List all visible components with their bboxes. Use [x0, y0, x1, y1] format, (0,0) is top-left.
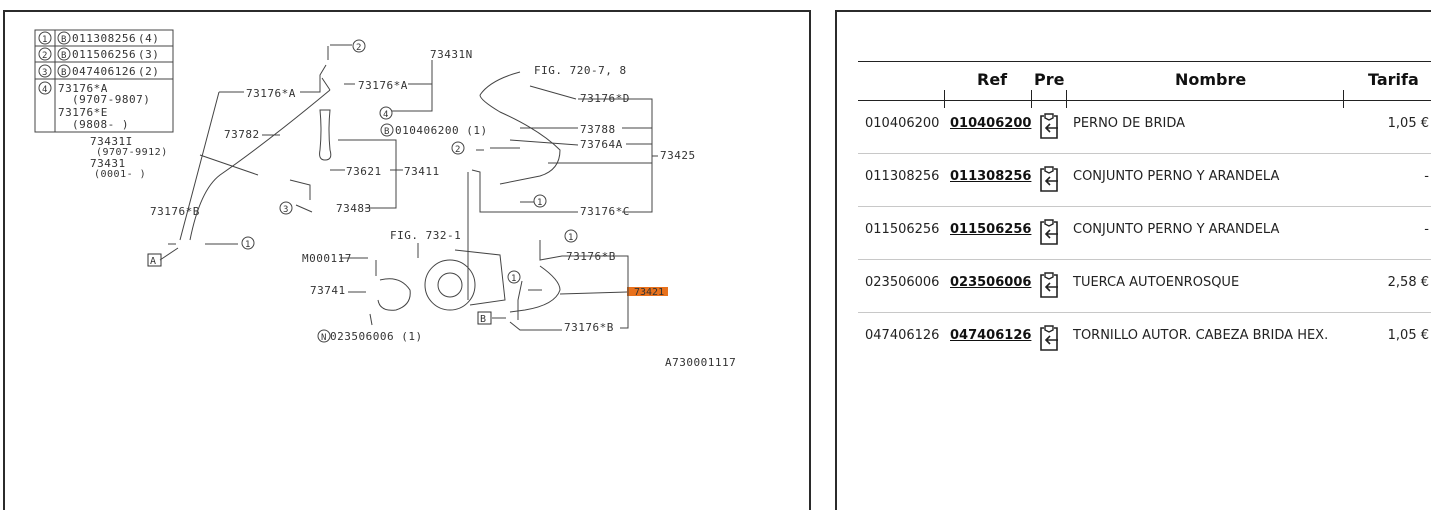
legend-mark-3: B [61, 68, 66, 78]
header-pre[interactable]: Pre [1034, 70, 1065, 89]
callout-2-top: 2 [356, 43, 361, 53]
label-010406200: 010406200 (1) [395, 124, 488, 137]
label-73421-highlight: 73421 [634, 287, 664, 298]
row-price: - [1424, 222, 1429, 237]
label-73176C: 73176*C [580, 205, 630, 218]
label-M000117: M000117 [302, 252, 352, 265]
row-price: 2,58 € [1387, 275, 1429, 290]
callout-1-upper: 1 [568, 233, 573, 243]
label-73431I-range: (9707-9912) [96, 147, 168, 158]
column-resize-handle[interactable] [1066, 90, 1067, 108]
callout-3: 3 [283, 205, 288, 215]
mark-b: B [384, 127, 389, 137]
legend-num-2: 2 [42, 51, 47, 61]
table-row: 011308256 011308256 CONJUNTO PERNO Y ARA… [858, 154, 1431, 207]
label-73431N: 73431N [430, 48, 473, 61]
parts-table: Ref Pre Nombre Tarifa 010406200 01040620… [858, 61, 1431, 365]
legend-line-4a: 73176*A [58, 82, 108, 95]
table-row: 010406200 010406200 PERNO DE BRIDA 1,05 … [858, 101, 1431, 154]
row-code: 011506256 [865, 222, 940, 237]
row-code: 023506006 [865, 275, 940, 290]
table-row: 011506256 011506256 CONJUNTO PERNO Y ARA… [858, 207, 1431, 260]
label-023506006: 023506006 (1) [330, 330, 423, 343]
row-price: - [1424, 169, 1429, 184]
legend-mark-2: B [61, 51, 66, 61]
row-name: CONJUNTO PERNO Y ARANDELA [1073, 222, 1280, 237]
callout-1-lower: 1 [511, 274, 516, 284]
row-price: 1,05 € [1387, 328, 1429, 343]
legend-qty-2: (3) [138, 48, 159, 61]
legend-line-4d: (9808- ) [72, 118, 129, 131]
clipboard-return-icon[interactable] [1038, 112, 1060, 140]
column-resize-handle[interactable] [1343, 90, 1344, 108]
row-code: 047406126 [865, 328, 940, 343]
row-code: 010406200 [865, 116, 940, 131]
clipboard-return-icon[interactable] [1038, 271, 1060, 299]
row-code: 011308256 [865, 169, 940, 184]
label-73176B-left: 73176*B [150, 205, 200, 218]
header-ref[interactable]: Ref [977, 70, 1008, 89]
parts-legend [34, 29, 174, 133]
clipboard-return-icon[interactable] [1038, 218, 1060, 246]
column-resize-handle[interactable] [944, 90, 945, 108]
row-name: TORNILLO AUTOR. CABEZA BRIDA HEX. [1073, 328, 1329, 343]
table-row: 023506006 023506006 TUERCA AUTOENROSQUE … [858, 260, 1431, 313]
label-73431: 73431 [90, 157, 126, 170]
row-price: 1,05 € [1387, 116, 1429, 131]
row-ref-link[interactable]: 011308256 [950, 169, 1032, 184]
label-fig-732: FIG. 732-1 [390, 229, 461, 242]
callout-2-mid: 2 [455, 145, 460, 155]
legend-part-3: 047406126 [72, 65, 136, 78]
header-name[interactable]: Nombre [1175, 70, 1247, 89]
diagram-panel [3, 10, 811, 510]
header-price[interactable]: Tarifa [1368, 70, 1419, 89]
legend-num-1: 1 [42, 35, 47, 45]
legend-qty-3: (2) [138, 65, 159, 78]
label-73741: 73741 [310, 284, 346, 297]
callout-4: 4 [383, 110, 388, 120]
row-ref-link[interactable]: 010406200 [950, 116, 1032, 131]
label-73483: 73483 [336, 202, 372, 215]
row-ref-link[interactable]: 011506256 [950, 222, 1032, 237]
row-ref-link[interactable]: 047406126 [950, 328, 1032, 343]
legend-mark-1: B [61, 35, 66, 45]
callout-1-right: 1 [537, 198, 542, 208]
figure-code: A730001117 [665, 356, 736, 369]
connector-b-box: B [480, 314, 486, 325]
parts-diagram: 1 B 011308256 (4) 2 B 011506256 (3) 3 B … [34, 29, 736, 369]
label-73431I: 73431I [90, 135, 133, 148]
column-resize-handle[interactable] [1031, 90, 1032, 108]
parts-table-panel [835, 10, 1431, 510]
legend-num-4: 4 [42, 85, 47, 95]
label-73411: 73411 [404, 165, 440, 178]
label-73176A-right: 73176*A [358, 79, 408, 92]
legend-part-1: 011308256 [72, 32, 136, 45]
clipboard-return-icon[interactable] [1038, 165, 1060, 193]
row-name: TUERCA AUTOENROSQUE [1073, 275, 1240, 290]
label-73431-range: (0001- ) [94, 169, 146, 180]
callout-1-left: 1 [245, 240, 250, 250]
legend-part-2: 011506256 [72, 48, 136, 61]
mark-n: N [321, 333, 326, 343]
clipboard-return-icon[interactable] [1038, 324, 1060, 352]
connector-a-box: A [150, 256, 156, 267]
row-name: PERNO DE BRIDA [1073, 116, 1185, 131]
label-73621: 73621 [346, 165, 382, 178]
highlighted-callout[interactable] [627, 287, 668, 296]
legend-line-4c: 73176*E [58, 106, 108, 119]
label-73176B-bottom: 73176*B [564, 321, 614, 334]
legend-qty-1: (4) [138, 32, 159, 45]
legend-num-3: 3 [42, 68, 47, 78]
label-73788: 73788 [580, 123, 616, 136]
label-fig-720: FIG. 720-7, 8 [534, 64, 627, 77]
row-ref-link[interactable]: 023506006 [950, 275, 1032, 290]
row-name: CONJUNTO PERNO Y ARANDELA [1073, 169, 1280, 184]
table-header: Ref Pre Nombre Tarifa [858, 61, 1431, 108]
table-row: 047406126 047406126 TORNILLO AUTOR. CABE… [858, 313, 1431, 365]
legend-line-4b: (9707-9807) [72, 93, 150, 106]
label-73425: 73425 [660, 149, 696, 162]
label-73764A: 73764A [580, 138, 623, 151]
label-73176A-left: 73176*A [246, 87, 296, 100]
label-73782: 73782 [224, 128, 260, 141]
